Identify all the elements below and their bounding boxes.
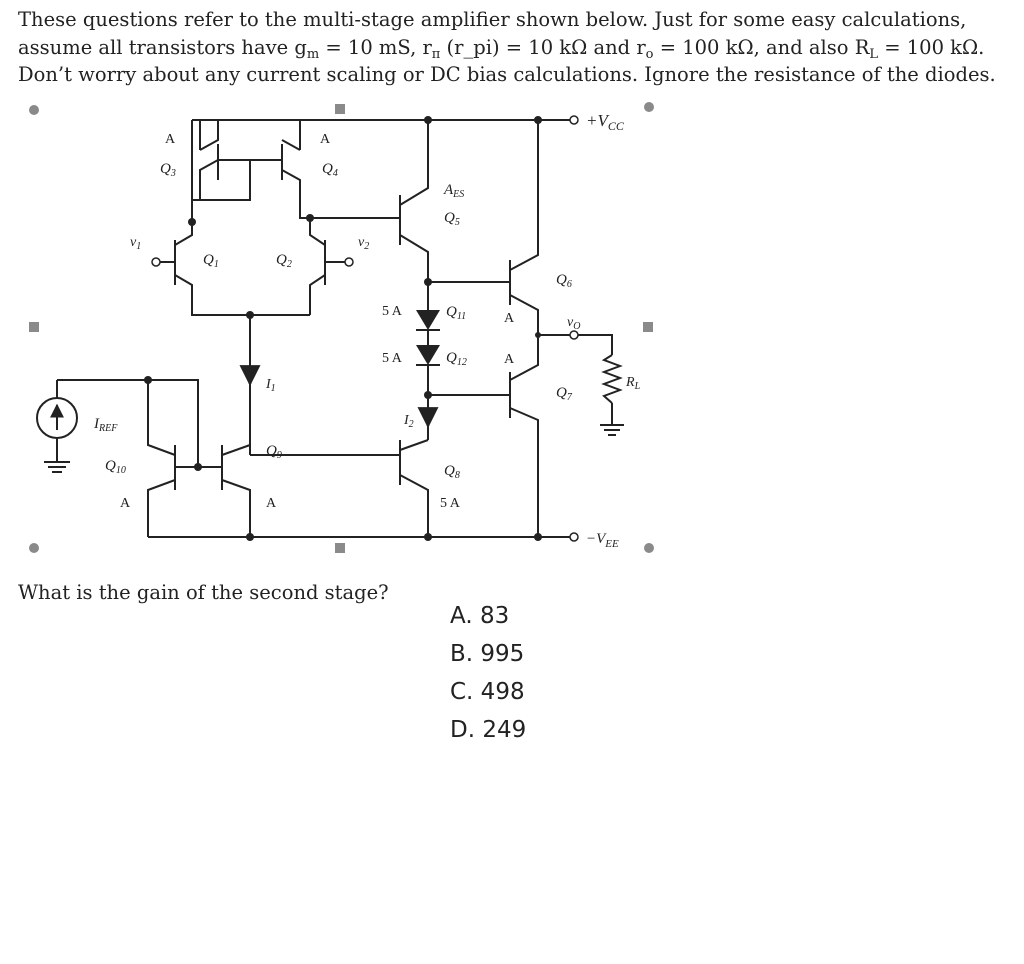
- ro-subscript: o: [645, 46, 654, 62]
- line2-text-a: assume all transistors have g: [18, 35, 307, 59]
- area-label-q8: 5 A: [440, 496, 461, 511]
- question-text: What is the gain of the second stage?: [18, 581, 389, 604]
- i2-label: I2: [403, 413, 414, 430]
- handle-mid-right[interactable]: [643, 322, 653, 332]
- q1-label: Q1: [203, 252, 219, 270]
- q6-label: Q6: [556, 272, 572, 290]
- vcc-label: +VCC: [586, 111, 625, 133]
- handle-top-center[interactable]: [335, 104, 345, 114]
- answer-option[interactable]: C. 498: [450, 679, 525, 705]
- terminals: [151, 115, 579, 542]
- q8-label: Q8: [444, 463, 460, 481]
- area-label-q4: A: [320, 132, 331, 147]
- handle-top-left[interactable]: [29, 105, 39, 115]
- handle-mid-left[interactable]: [29, 322, 39, 332]
- handle-bottom-center[interactable]: [335, 543, 345, 553]
- line2-text-g: = 100 kΩ, and also R: [653, 35, 870, 59]
- rpi-subscript: π: [431, 46, 441, 62]
- area-label-q7: A: [504, 352, 515, 367]
- area-label-q10: A: [120, 496, 131, 511]
- answer-option[interactable]: D. 249: [450, 717, 527, 743]
- junction-dots: [144, 116, 542, 541]
- v1-label: v1: [130, 235, 141, 252]
- rl-label: RL: [625, 375, 641, 392]
- problem-statement: These questions refer to the multi-stage…: [18, 6, 1018, 89]
- q10-label: Q10: [105, 458, 126, 476]
- q9-label: Q9: [266, 443, 282, 461]
- answer-option[interactable]: B. 995: [450, 641, 525, 667]
- selection-handles[interactable]: [29, 102, 654, 553]
- diode-q11: [416, 310, 440, 331]
- statement-line-3: Don’t worry about any current scaling or…: [18, 63, 996, 86]
- area-label-q3: A: [165, 132, 176, 147]
- aes-label: AES: [443, 182, 464, 200]
- v2-label: v2: [358, 235, 369, 252]
- vee-label: −VEE: [586, 531, 619, 550]
- statement-line-2: assume all transistors have gm = 10 mS, …: [18, 34, 1018, 62]
- resistor-rl: [601, 354, 623, 404]
- answer-option[interactable]: A. 83: [450, 603, 510, 629]
- wires: [44, 119, 624, 538]
- current-source-iref: [36, 397, 78, 439]
- amplifier-schematic: +VCC −VEE A Q3 A Q4 AES Q5 v1 v2 Q1 Q2 Q…: [29, 102, 654, 553]
- line2-text-e: (r_pi) = 10 kΩ and r: [440, 35, 646, 59]
- handle-bottom-right[interactable]: [644, 543, 654, 553]
- answer-choices: A. 83 B. 995 C. 498 D. 249: [450, 597, 526, 749]
- q4-label: Q4: [322, 161, 338, 179]
- q2-label: Q2: [276, 252, 292, 270]
- area-label-q9: A: [266, 496, 277, 511]
- i1-label: I1: [265, 377, 276, 394]
- rl-subscript: L: [869, 46, 879, 62]
- area-label-q6: A: [504, 311, 515, 326]
- q12-label: Q12: [446, 350, 467, 368]
- vo-label: vO: [567, 315, 580, 332]
- diode-q12: [416, 345, 440, 366]
- area-label-q11: 5 A: [382, 304, 403, 319]
- q7-label: Q7: [556, 385, 573, 403]
- handle-bottom-left[interactable]: [29, 543, 39, 553]
- area-label-q12: 5 A: [382, 351, 403, 366]
- q11-label: Q11: [446, 304, 466, 322]
- gm-subscript: m: [306, 46, 320, 62]
- line2-text-c: = 10 mS, r: [319, 35, 432, 59]
- statement-line-1: These questions refer to the multi-stage…: [18, 8, 967, 31]
- q3-label: Q3: [160, 161, 176, 179]
- iref-label: IREF: [93, 416, 118, 434]
- handle-top-right[interactable]: [644, 102, 654, 112]
- q5-label: Q5: [444, 210, 460, 228]
- line2-text-i: = 100 kΩ.: [878, 35, 985, 59]
